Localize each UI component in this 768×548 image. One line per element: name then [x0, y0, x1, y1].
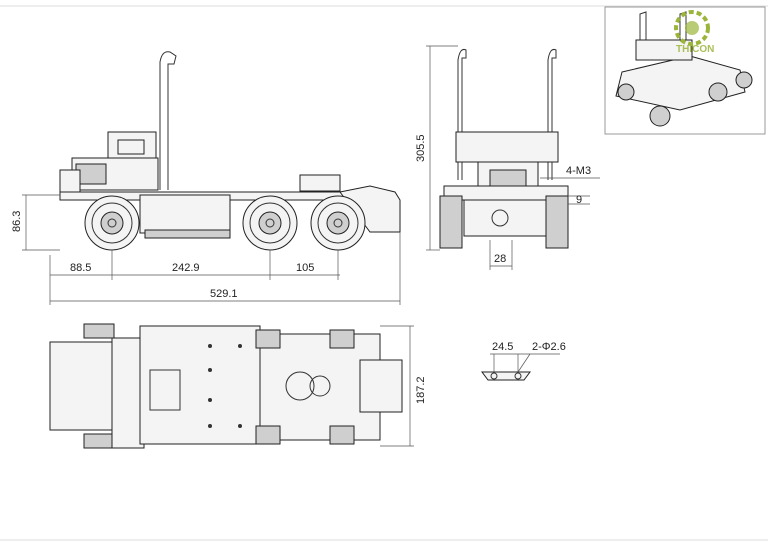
iso-thumbnail: THICON	[604, 6, 766, 135]
dim-mount-offset: 9	[576, 194, 582, 206]
rear-wheel-2	[310, 195, 366, 251]
rear-wheel-1	[242, 195, 298, 251]
dim-total-length: 529.1	[210, 288, 238, 300]
dim-wheelbase: 242.9	[172, 262, 200, 274]
logo-text: THICON	[676, 44, 714, 55]
dim-hitch-width: 28	[494, 253, 506, 265]
dim-frame-width: 187.2	[415, 376, 427, 404]
dim-plate-width: 24.5	[492, 341, 513, 353]
dim-axle-height: 86.3	[11, 211, 23, 232]
rear-view: 305.5 4-M3 9 28	[415, 45, 600, 270]
front-wheel	[84, 195, 140, 251]
mount-plate-detail: 24.5 2-Φ2.6	[481, 341, 566, 381]
side-view: 86.3 88.5 242.9 105 529.1	[11, 51, 401, 305]
label-mount-screw: 4-M3	[566, 165, 591, 177]
dim-total-height: 305.5	[415, 134, 427, 162]
top-view: 187.2	[49, 323, 427, 449]
logo: THICON	[674, 10, 714, 55]
label-hole-spec: 2-Φ2.6	[532, 341, 566, 353]
dim-tandem-spacing: 105	[296, 262, 314, 274]
dim-front-overhang: 88.5	[70, 262, 91, 274]
